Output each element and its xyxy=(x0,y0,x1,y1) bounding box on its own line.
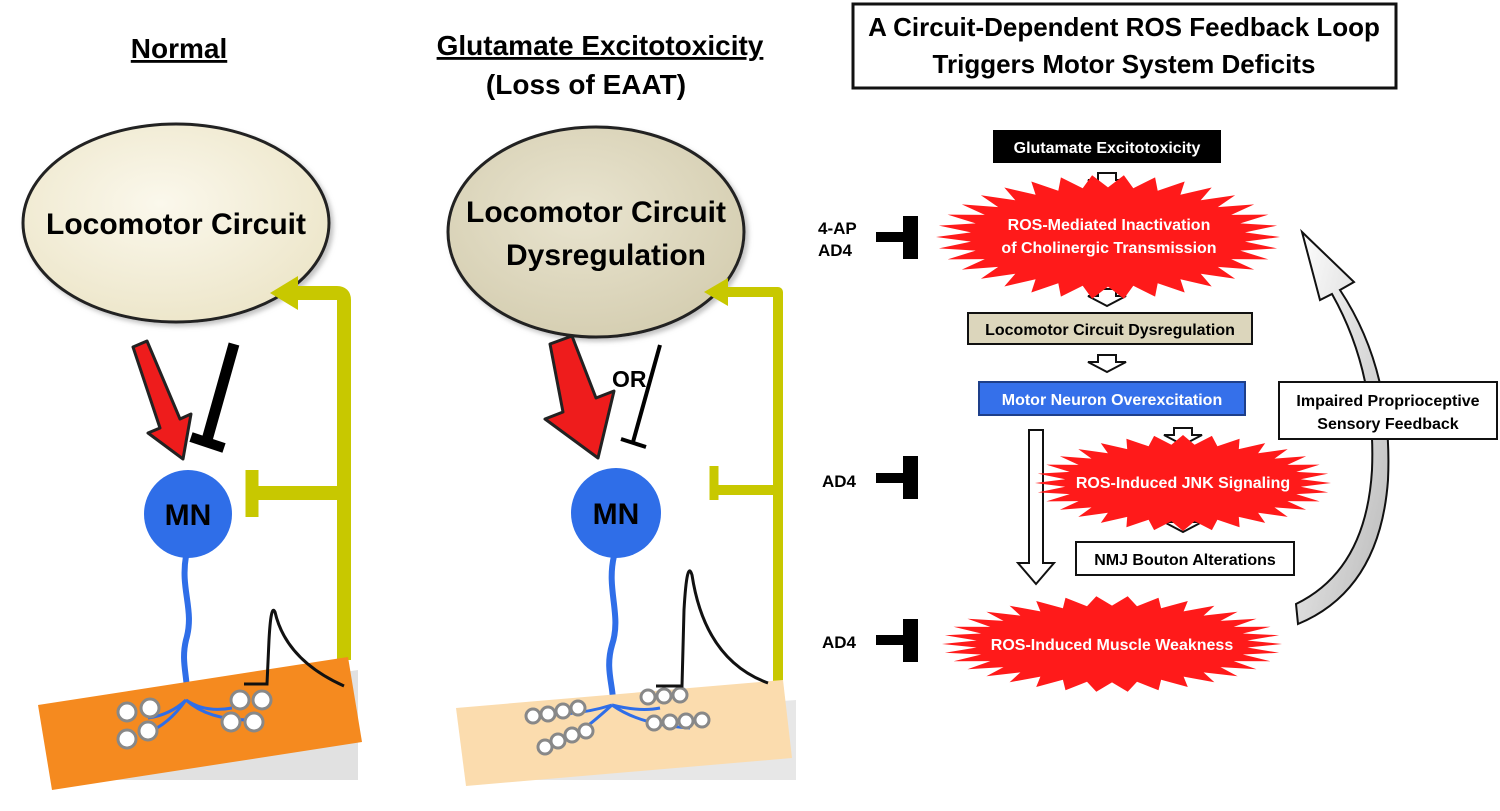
jnk-burst xyxy=(1035,435,1331,531)
inhibitor-bars xyxy=(876,216,918,662)
or-label: OR xyxy=(612,366,647,392)
dysregulated-circuit-label-1: Locomotor Circuit xyxy=(466,196,726,229)
nmj-box xyxy=(1075,541,1295,576)
excitotoxic-feedback-pathway xyxy=(709,287,783,690)
motor-neuron xyxy=(144,470,232,558)
locomotor-circuit-label: Locomotor Circuit xyxy=(46,208,306,241)
nmj-boutons xyxy=(116,689,273,750)
strong-excitatory-arrow xyxy=(543,334,616,460)
excitotoxicity-panel: Glutamate Excitotoxicity (Loss of EAAT) … xyxy=(437,30,796,786)
flowchart-panel: A Circuit-Dependent ROS Feedback Loop Tr… xyxy=(818,2,1498,692)
inhibitor-middle-label: AD4 xyxy=(822,472,857,491)
excitotoxic-action-potential-trace xyxy=(656,569,769,688)
excitotoxicity-subheading: (Loss of EAAT) xyxy=(486,69,686,100)
inhibitory-line xyxy=(189,342,240,453)
locomotor-circuit-ellipse xyxy=(21,122,331,324)
muscle-weakness-label: ROS-Induced Muscle Weakness xyxy=(991,637,1234,654)
overexcitation-box xyxy=(978,381,1246,416)
muscle-excitotoxic xyxy=(456,680,792,786)
flowchart-title-line2: Triggers Motor System Deficits xyxy=(933,49,1316,79)
excitotoxic-feedback-arrowhead xyxy=(704,278,728,306)
motor-neuron-excitotoxic xyxy=(571,468,661,558)
inhibitor-bottom-label: AD4 xyxy=(822,633,857,652)
nmj-label: NMJ Bouton Alterations xyxy=(1094,552,1276,569)
feedback-loop-arrow xyxy=(1294,228,1390,626)
normal-panel: Normal Locomotor Circuit MN xyxy=(21,33,362,790)
muscle-weakness-burst xyxy=(942,596,1282,692)
excitotoxicity-heading: Glutamate Excitotoxicity xyxy=(437,30,764,61)
dysregulated-circuit-ellipse xyxy=(446,125,746,339)
glutamate-label: Glutamate Excitotoxicity xyxy=(1014,140,1201,157)
action-potential-trace xyxy=(244,608,345,688)
excitotoxic-nmj-boutons xyxy=(524,686,711,756)
dysregulated-circuit-label-2: Dysregulation xyxy=(506,239,706,272)
normal-feedback-pathway xyxy=(245,286,351,660)
ros-inactivation-label-2: of Cholinergic Transmission xyxy=(1001,240,1216,257)
weak-inhibitory-line xyxy=(620,344,662,449)
muscle-normal xyxy=(38,657,362,790)
impaired-feedback-box xyxy=(1278,381,1498,440)
motor-neuron-excitotoxic-label: MN xyxy=(593,498,640,531)
flowchart-title-line1: A Circuit-Dependent ROS Feedback Loop xyxy=(868,12,1380,42)
inhibitor-top-label-2: AD4 xyxy=(818,241,853,260)
normal-feedback-arrowhead xyxy=(270,276,298,310)
circuit-dysregulation-label: Locomotor Circuit Dysregulation xyxy=(985,322,1235,339)
long-down-arrow xyxy=(1015,429,1057,586)
inhibitor-top-label-1: 4-AP xyxy=(818,219,857,238)
jnk-label: ROS-Induced JNK Signaling xyxy=(1076,475,1290,492)
circuit-dysregulation-box xyxy=(967,312,1253,345)
motor-neuron-label: MN xyxy=(165,499,212,532)
glutamate-box xyxy=(993,130,1221,163)
excitatory-arrow xyxy=(131,339,193,461)
ros-inactivation-label-1: ROS-Mediated Inactivation xyxy=(1008,217,1211,234)
axon-excitotoxic xyxy=(606,555,619,709)
impaired-feedback-label-2: Sensory Feedback xyxy=(1317,416,1459,433)
impaired-feedback-label-1: Impaired Proprioceptive xyxy=(1296,393,1479,410)
flowchart-title-box xyxy=(851,2,1398,90)
overexcitation-label: Motor Neuron Overexcitation xyxy=(1002,392,1222,409)
ros-inactivation-burst xyxy=(936,175,1280,299)
normal-heading: Normal xyxy=(131,33,227,64)
